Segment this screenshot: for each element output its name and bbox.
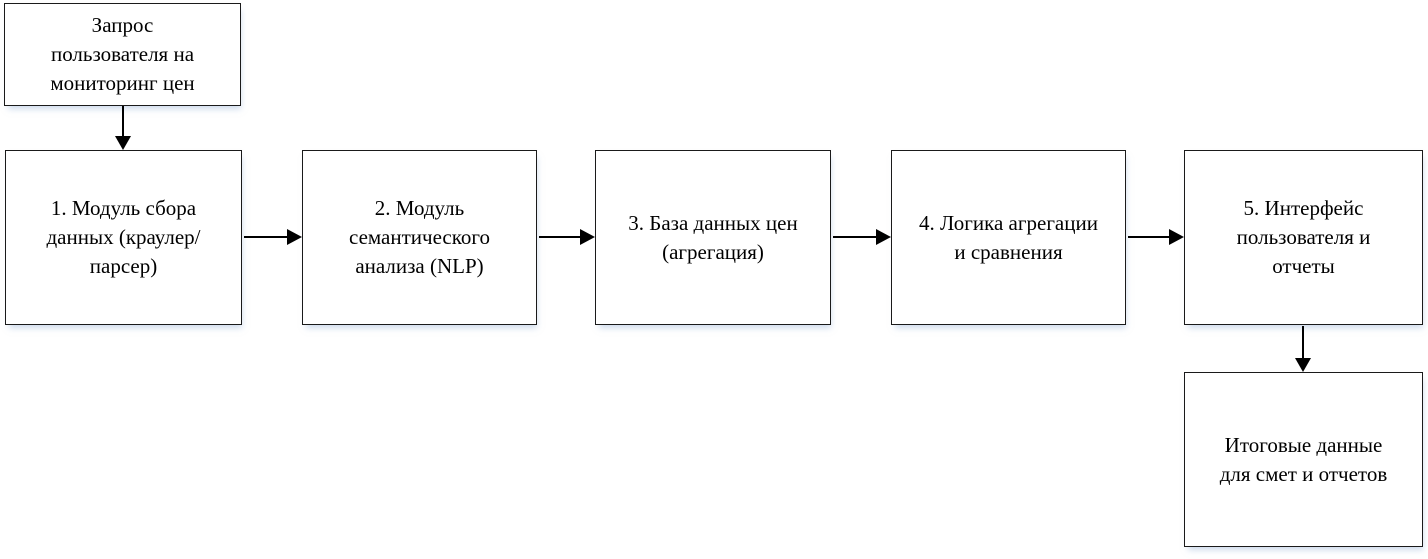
arrow-module-5-to-final-output bbox=[1295, 326, 1311, 372]
node-module-2-semantic-nlp: 2. Модуль семантического анализа (NLP) bbox=[302, 150, 537, 325]
node-module-2-label: 2. Модуль семантического анализа (NLP) bbox=[349, 196, 490, 278]
arrow-shaft bbox=[244, 235, 288, 239]
node-module-3-label: 3. База данных цен (агрегация) bbox=[628, 210, 798, 264]
node-final-output: Итоговые данные для смет и отчетов bbox=[1184, 372, 1423, 547]
arrow-user-request-to-module-1 bbox=[115, 106, 131, 150]
node-module-3-price-database: 3. База данных цен (агрегация) bbox=[595, 150, 831, 325]
arrow-shaft bbox=[539, 235, 581, 239]
arrow-right-head-icon bbox=[876, 229, 891, 245]
arrow-right-head-icon bbox=[580, 229, 595, 245]
arrow-down-head-icon bbox=[115, 136, 131, 150]
node-user-request-label: Запрос пользователя на мониторинг цен bbox=[50, 13, 195, 95]
arrow-module-4-to-module-5 bbox=[1128, 229, 1184, 245]
node-module-1-label: 1. Модуль сбора данных (краулер/ парсер) bbox=[46, 196, 201, 278]
node-module-4-aggregation-logic: 4. Логика агрегации и сравнения bbox=[891, 150, 1126, 325]
node-final-output-label: Итоговые данные для смет и отчетов bbox=[1219, 432, 1388, 486]
arrow-shaft bbox=[833, 235, 877, 239]
arrow-module-1-to-module-2 bbox=[244, 229, 302, 245]
arrow-module-3-to-module-4 bbox=[833, 229, 891, 245]
arrow-shaft bbox=[121, 106, 125, 137]
arrow-module-2-to-module-3 bbox=[539, 229, 595, 245]
node-module-5-ui-reports: 5. Интерфейс пользователя и отчеты bbox=[1184, 150, 1423, 325]
node-module-4-label: 4. Логика агрегации и сравнения bbox=[919, 210, 1098, 264]
arrow-shaft bbox=[1301, 326, 1305, 359]
arrow-right-head-icon bbox=[1169, 229, 1184, 245]
arrow-down-head-icon bbox=[1295, 358, 1311, 372]
node-user-request: Запрос пользователя на мониторинг цен bbox=[4, 3, 241, 106]
arrow-right-head-icon bbox=[287, 229, 302, 245]
arrow-shaft bbox=[1128, 235, 1170, 239]
node-module-1-data-collection: 1. Модуль сбора данных (краулер/ парсер) bbox=[5, 150, 242, 325]
node-module-5-label: 5. Интерфейс пользователя и отчеты bbox=[1236, 196, 1371, 278]
